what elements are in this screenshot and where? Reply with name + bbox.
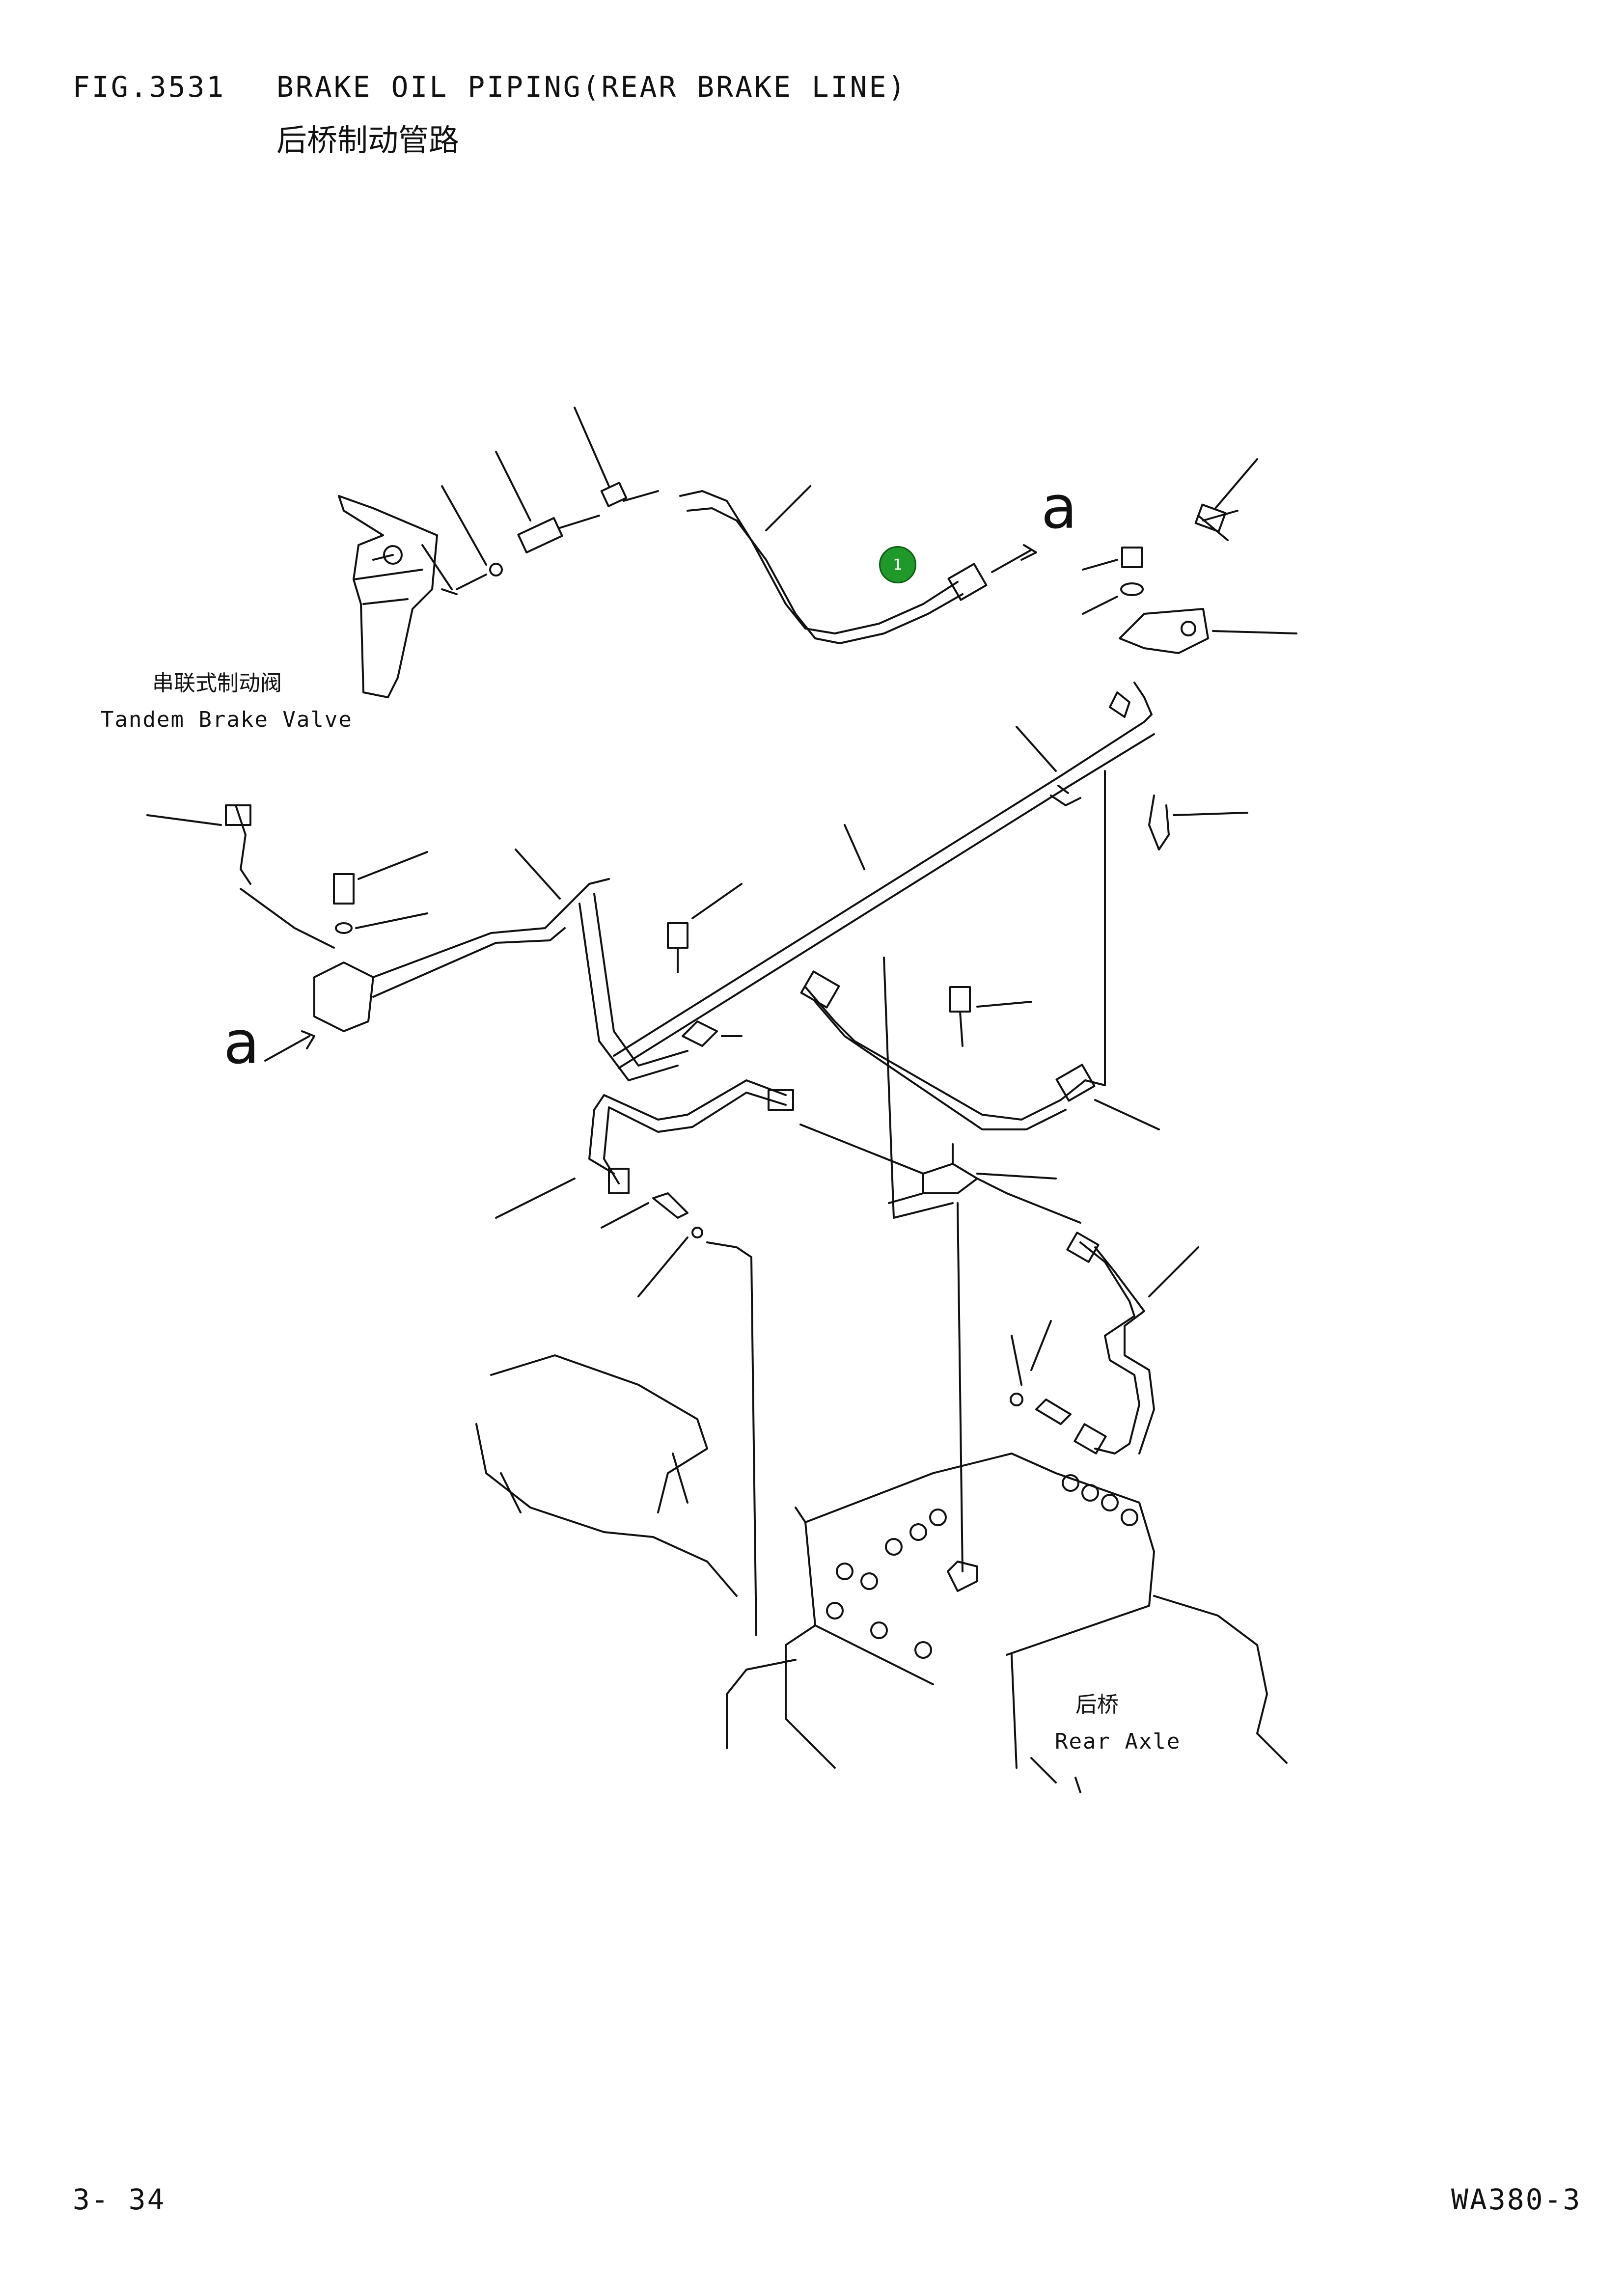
valve-fittings [441,407,659,590]
bracket-assembly [1082,458,1297,654]
lower-left-tubes [495,1079,794,1636]
figure-number: FIG.3531 [73,70,226,104]
rear-axle-label: Rear Axle [1055,1729,1181,1754]
model-number: WA380-3 [1451,2183,1582,2216]
long-tube [613,682,1248,1069]
connection-ref-a-left: a [223,1009,260,1077]
rear-axle-label-cn: 后桥 [1075,1692,1119,1717]
hose-part-1 [679,485,1037,644]
tandem-brake-valve-label: Tandem Brake Valve [101,707,353,732]
page-number: 3- 34 [73,2183,166,2216]
tandem-brake-valve-drawing [338,495,458,698]
tee-fitting [799,957,1081,1572]
left-junction-block [146,804,743,1081]
figure-title-cn: 后桥制动管路 [276,122,460,158]
part-callout-1[interactable]: 1 [879,546,916,583]
figure-title: BRAKE OIL PIPING(REAR BRAKE LINE) [276,70,908,104]
tandem-brake-valve-label-cn: 串联式制动阀 [152,671,282,696]
rear-axle-drawing [475,1354,1288,1793]
rear-right-tube [1010,1232,1199,1455]
center-hose [800,770,1160,1130]
connection-ref-a-top: a [1041,474,1077,542]
